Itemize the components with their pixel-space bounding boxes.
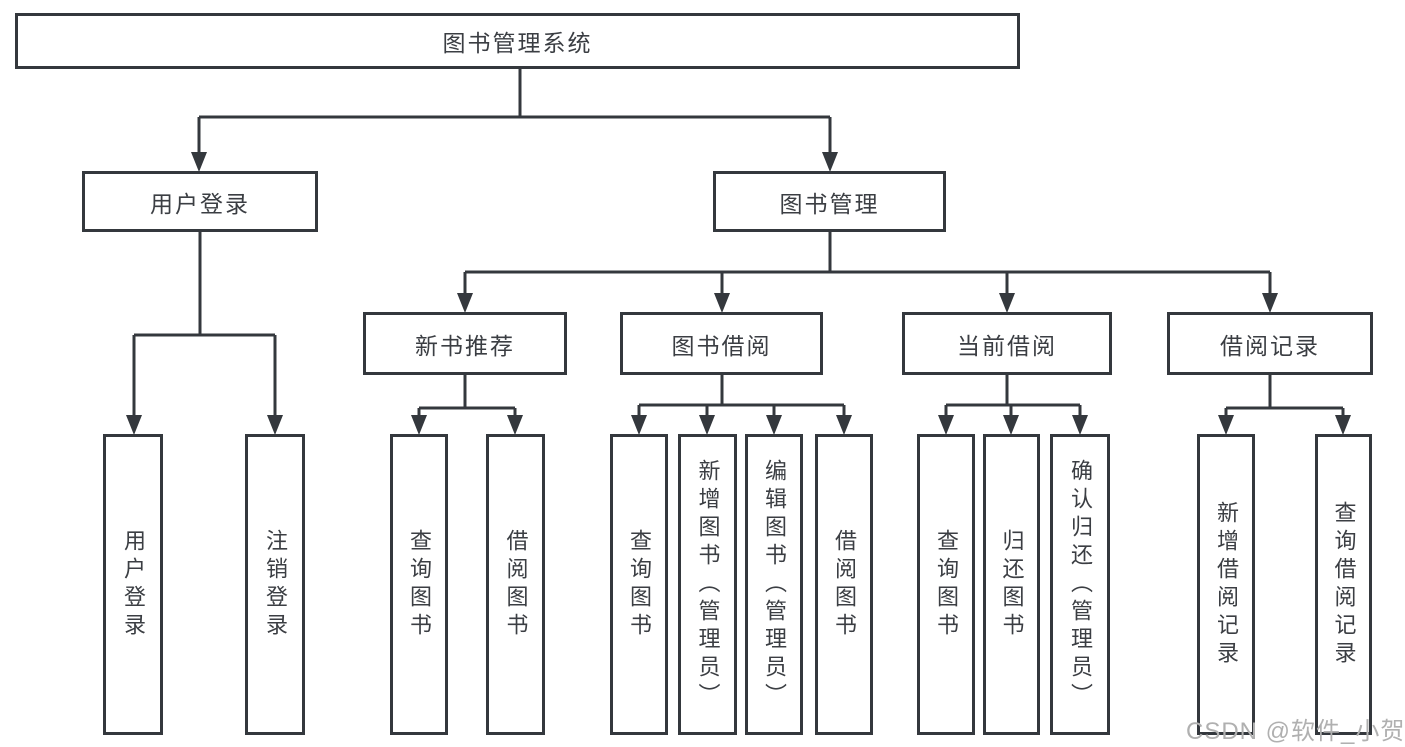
csdn-watermark: CSDN @软件_小贺同学 bbox=[1186, 718, 1405, 745]
node-book-borrowing: 图书借阅 bbox=[620, 312, 823, 375]
leaf-borrowing-borrow-books: 借阅图书 bbox=[815, 434, 873, 735]
leaf-recommend-query-books: 查询图书 bbox=[390, 434, 448, 735]
leaf-recommend-borrow-books: 借阅图书 bbox=[486, 434, 545, 735]
node-user-login: 用户登录 bbox=[82, 171, 318, 232]
leaf-borrowing-add-books-admin: 新增图书（管理员） bbox=[678, 434, 737, 735]
leaf-borrowing-edit-books-admin: 编辑图书（管理员） bbox=[745, 434, 803, 735]
leaf-borrowing-query-books: 查询图书 bbox=[610, 434, 668, 735]
node-book-management: 图书管理 bbox=[713, 171, 946, 232]
leaf-user-login: 用户登录 bbox=[103, 434, 163, 735]
node-current-borrowing: 当前借阅 bbox=[902, 312, 1112, 375]
leaf-current-confirm-return-admin: 确认归还（管理员） bbox=[1050, 434, 1110, 735]
leaf-current-query-books: 查询图书 bbox=[917, 434, 975, 735]
leaf-records-add-record: 新增借阅记录 bbox=[1197, 434, 1255, 735]
node-new-book-recommend: 新书推荐 bbox=[363, 312, 567, 375]
node-library-management-system: 图书管理系统 bbox=[15, 13, 1020, 69]
leaf-records-query-record: 查询借阅记录 bbox=[1315, 434, 1372, 735]
leaf-logout: 注销登录 bbox=[245, 434, 305, 735]
leaf-current-return-books: 归还图书 bbox=[983, 434, 1040, 735]
node-borrow-records: 借阅记录 bbox=[1167, 312, 1373, 375]
